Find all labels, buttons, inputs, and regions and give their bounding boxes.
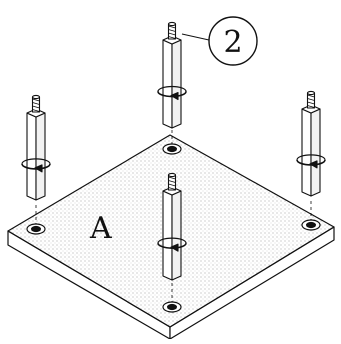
mounting-hole-right xyxy=(301,219,321,231)
callout-number: 2 xyxy=(223,25,242,60)
callout-leader-line xyxy=(181,33,210,41)
insertion-guide-lines xyxy=(35,130,312,302)
threaded-stud xyxy=(167,21,177,40)
mounting-hole-back xyxy=(162,143,182,155)
callout-circle xyxy=(208,16,258,66)
standoffs xyxy=(21,21,326,281)
threaded-stud xyxy=(167,172,177,191)
standoff-back xyxy=(157,21,187,129)
board-label: A xyxy=(89,211,112,246)
standoff-right xyxy=(296,90,326,197)
mounting-hole-left xyxy=(26,223,46,235)
mounting-hole-front xyxy=(162,301,182,313)
threaded-stud xyxy=(31,94,41,113)
rotation-arrow-icon xyxy=(157,85,187,101)
rotation-arrow-icon xyxy=(296,154,326,169)
rotation-arrow-icon xyxy=(21,158,51,173)
threaded-stud xyxy=(306,90,316,109)
standoff-left xyxy=(21,94,51,201)
rotation-arrow-icon xyxy=(157,237,187,252)
mounting-holes xyxy=(26,143,321,313)
part-callout: 2 xyxy=(181,16,258,66)
standoff-front xyxy=(157,172,187,281)
